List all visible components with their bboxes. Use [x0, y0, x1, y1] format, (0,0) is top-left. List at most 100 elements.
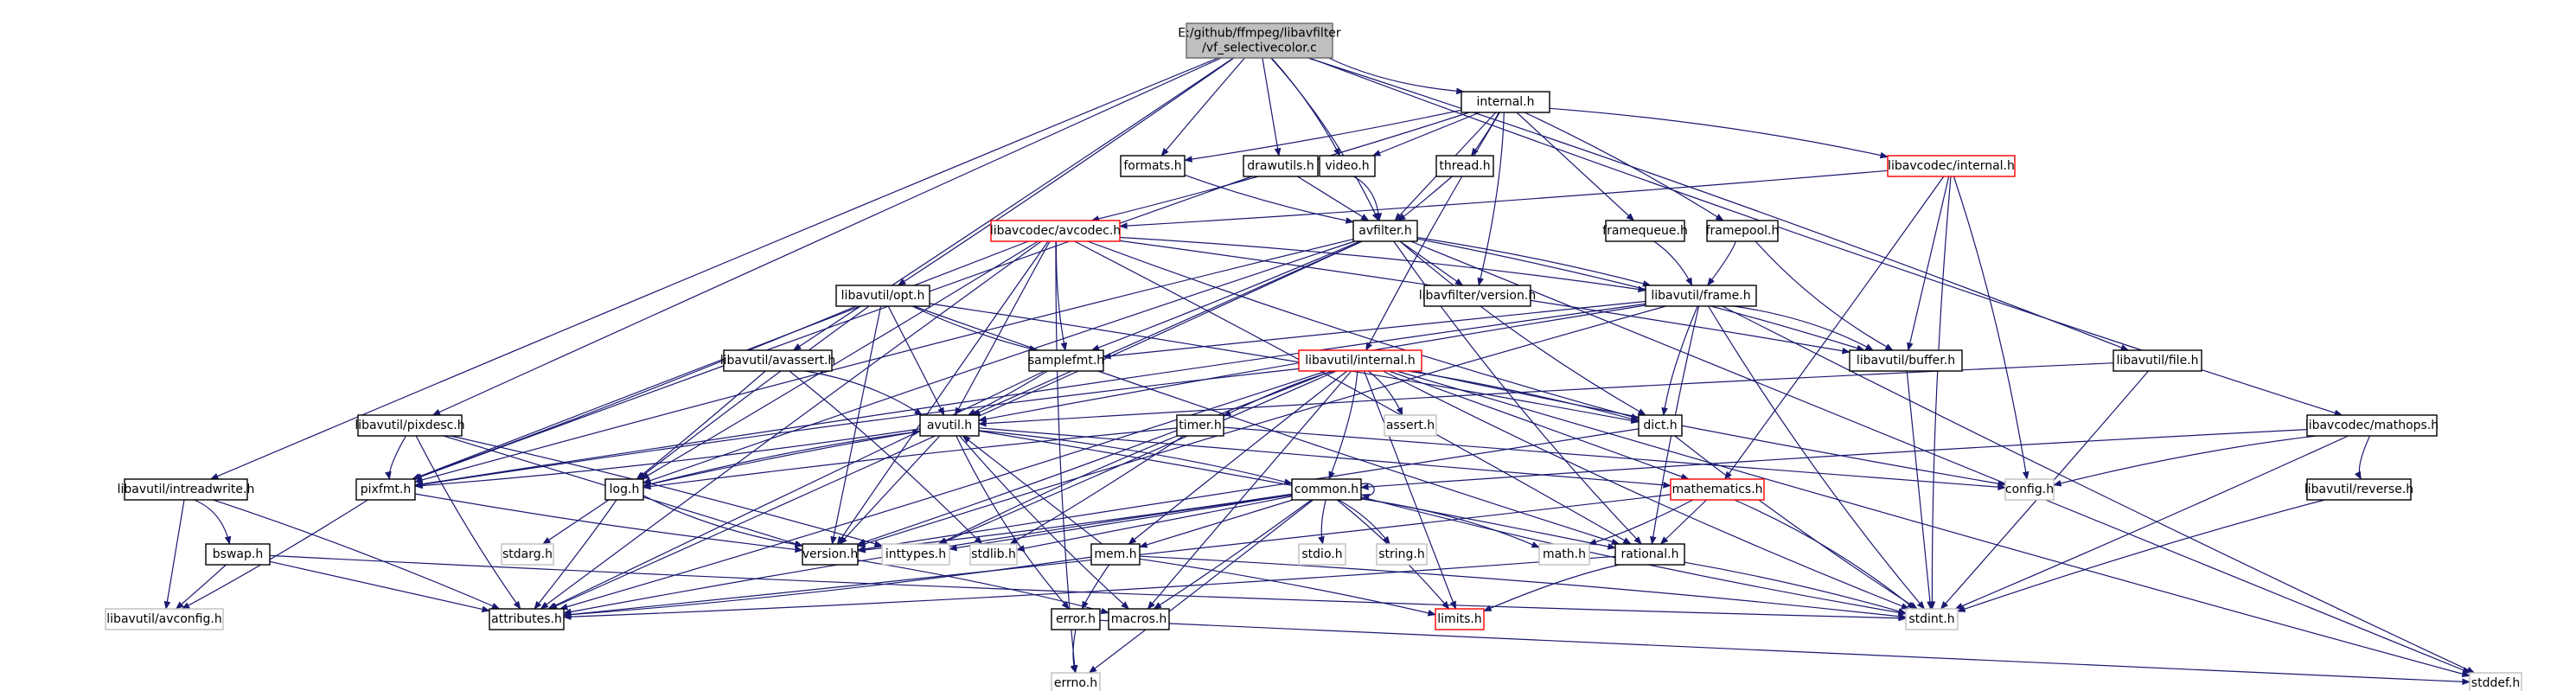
- edge-avfilter-h-to-lavfi-version-h: [1399, 240, 1464, 286]
- edge-opt-h-to-version-h: [830, 305, 882, 545]
- node-samplefmt-h[interactable]: samplefmt.h: [1028, 349, 1104, 372]
- node-label: limits.h: [1437, 612, 1481, 626]
- node-lavfi-version-h[interactable]: libavfilter/version.h: [1419, 285, 1536, 307]
- node-framepool-h[interactable]: framepool.h: [1706, 220, 1780, 242]
- node-label: formats.h: [1123, 159, 1181, 173]
- node-formats-h[interactable]: formats.h: [1120, 155, 1186, 177]
- node-box: [1051, 608, 1101, 630]
- node-stddef-h: stddef.h: [2469, 672, 2522, 691]
- node-reverse-h[interactable]: libavutil/reverse.h: [2304, 478, 2413, 501]
- node-pixdesc-h[interactable]: libavutil/pixdesc.h: [355, 414, 465, 437]
- edge-intreadwrite-h-to-attributes-h: [213, 499, 501, 610]
- node-buffer-h[interactable]: libavutil/buffer.h: [1849, 349, 1963, 372]
- node-thread-h[interactable]: thread.h: [1435, 155, 1494, 177]
- node-drawutils-h[interactable]: drawutils.h: [1243, 155, 1319, 177]
- node-dict-h[interactable]: dict.h: [1638, 414, 1683, 437]
- node-label: drawutils.h: [1247, 159, 1314, 173]
- node-box: [1605, 220, 1685, 242]
- node-avassert-h[interactable]: libavutil/avassert.h: [720, 349, 836, 372]
- node-box: [2113, 349, 2202, 372]
- edge-mathops-h-to-reverse-h: [2354, 435, 2371, 480]
- node-opt-h[interactable]: libavutil/opt.h: [835, 285, 930, 307]
- edge-frame-h-to-stddef-h: [1722, 305, 2476, 674]
- node-label: libavutil/avassert.h: [720, 354, 836, 368]
- node-box: [2469, 672, 2522, 691]
- node-limits-h[interactable]: limits.h: [1435, 608, 1485, 630]
- node-box: [1887, 155, 2016, 177]
- edge-lavc-internal-h-to-avcodec-h: [1119, 170, 1889, 229]
- node-macros-h[interactable]: macros.h: [1108, 608, 1170, 630]
- node-framequeue-h[interactable]: framequeue.h: [1602, 220, 1688, 242]
- node-avfilter-h[interactable]: avfilter.h: [1352, 220, 1418, 242]
- edge-lavu-internal-h-to-assert-h: [1367, 370, 1403, 416]
- node-box: [357, 414, 463, 437]
- node-error-h[interactable]: error.h: [1051, 608, 1101, 630]
- edge-timer-h-to-stdlib-h: [1009, 435, 1185, 545]
- node-label: libavfilter/version.h: [1419, 289, 1536, 303]
- node-label: config.h: [2005, 483, 2054, 496]
- edge-rational-h-to-limits-h: [1483, 564, 1620, 612]
- node-internal-h[interactable]: internal.h: [1461, 91, 1550, 113]
- node-pixfmt-h[interactable]: pixfmt.h: [355, 478, 416, 501]
- edge-frame-h-to-version-h: [857, 305, 1666, 547]
- edge-lavu-internal-h-to-common-h: [1328, 370, 1358, 480]
- edge-error-h-to-stddef-h: [1099, 619, 2471, 686]
- node-mem-h[interactable]: mem.h: [1090, 543, 1141, 566]
- node-label: avfilter.h: [1358, 224, 1411, 238]
- edge-lavc-internal-h-to-buffer-h: [1907, 176, 1950, 351]
- edge-bswap-h-to-avconfig-h: [175, 564, 227, 610]
- node-label: macros.h: [1111, 612, 1167, 626]
- node-box: [1706, 220, 1779, 242]
- edge-timer-h-to-inttypes-h: [937, 435, 1178, 545]
- edge-bswap-h-to-attributes-h: [269, 560, 490, 613]
- edge-mathematics-h-to-math-h: [1588, 499, 1693, 546]
- edge-avfilter-h-to-log-h: [642, 240, 1355, 484]
- node-timer-h[interactable]: timer.h: [1176, 414, 1224, 437]
- edge-lavu-internal-h-to-pixfmt-h: [414, 368, 1300, 488]
- node-label: avutil.h: [927, 419, 972, 432]
- node-label: libavutil/pixdesc.h: [355, 419, 464, 432]
- node-mathematics-h[interactable]: mathematics.h: [1670, 478, 1765, 501]
- edge-lavc-internal-h-to-mathematics-h: [1724, 176, 1945, 480]
- node-rational-h[interactable]: rational.h: [1614, 543, 1685, 566]
- node-label: rational.h: [1621, 547, 1679, 561]
- edge-thread-h-to-avfilter-h: [1397, 176, 1453, 221]
- node-label: stddef.h: [2471, 676, 2520, 690]
- edge-lavu-internal-h-to-stddef-h: [1397, 370, 2471, 677]
- edge-lavu-internal-h-to-config-h: [1414, 370, 2006, 487]
- node-layer: E:/github/ffmpeg/libavfilter/vf_selectiv…: [105, 22, 2522, 691]
- node-stdint-h: stdint.h: [1905, 608, 1959, 630]
- node-frame-h[interactable]: libavutil/frame.h: [1645, 285, 1757, 307]
- node-label: libavcodec/avcodec.h: [990, 224, 1121, 238]
- edge-root-to-video-h: [1271, 57, 1341, 157]
- edge-mathops-h-to-common-h: [1360, 429, 2308, 490]
- node-box: [990, 220, 1121, 242]
- node-attributes-h[interactable]: attributes.h: [489, 608, 565, 630]
- edge-avutil-h-to-log-h: [642, 431, 921, 488]
- node-video-h[interactable]: video.h: [1319, 155, 1376, 177]
- node-label: framequeue.h: [1602, 224, 1688, 238]
- node-label: pixfmt.h: [361, 483, 411, 496]
- node-file-h[interactable]: libavutil/file.h: [2113, 349, 2202, 372]
- node-common-h[interactable]: common.h: [1291, 478, 1362, 501]
- node-intreadwrite-h[interactable]: libavutil/intreadwrite.h: [118, 478, 255, 501]
- node-label: stdint.h: [1908, 612, 1954, 626]
- node-box: [205, 543, 271, 566]
- edge-lavu-internal-h-to-limits-h: [1364, 370, 1456, 610]
- node-avutil-h[interactable]: avutil.h: [919, 414, 980, 437]
- node-label: libavutil/reverse.h: [2304, 483, 2413, 496]
- node-lavc-internal-h[interactable]: libavcodec/internal.h: [1887, 155, 2016, 177]
- node-root[interactable]: E:/github/ffmpeg/libavfilter/vf_selectiv…: [1178, 22, 1341, 59]
- node-version-h[interactable]: version.h: [802, 543, 859, 566]
- edge-common-h-to-macros-h: [1153, 499, 1312, 610]
- edge-frame-h-to-dict-h: [1661, 305, 1698, 416]
- node-log-h[interactable]: log.h: [604, 478, 644, 501]
- node-mathops-h[interactable]: libavcodec/mathops.h: [2305, 414, 2439, 437]
- node-label: thread.h: [1439, 159, 1490, 173]
- node-label: stdarg.h: [502, 547, 553, 561]
- node-bswap-h[interactable]: bswap.h: [205, 543, 271, 566]
- edge-lavu-internal-h-to-timer-h: [1223, 370, 1335, 417]
- node-lavu-internal-h[interactable]: libavutil/internal.h: [1298, 349, 1422, 372]
- node-avcodec-h[interactable]: libavcodec/avcodec.h: [990, 220, 1121, 242]
